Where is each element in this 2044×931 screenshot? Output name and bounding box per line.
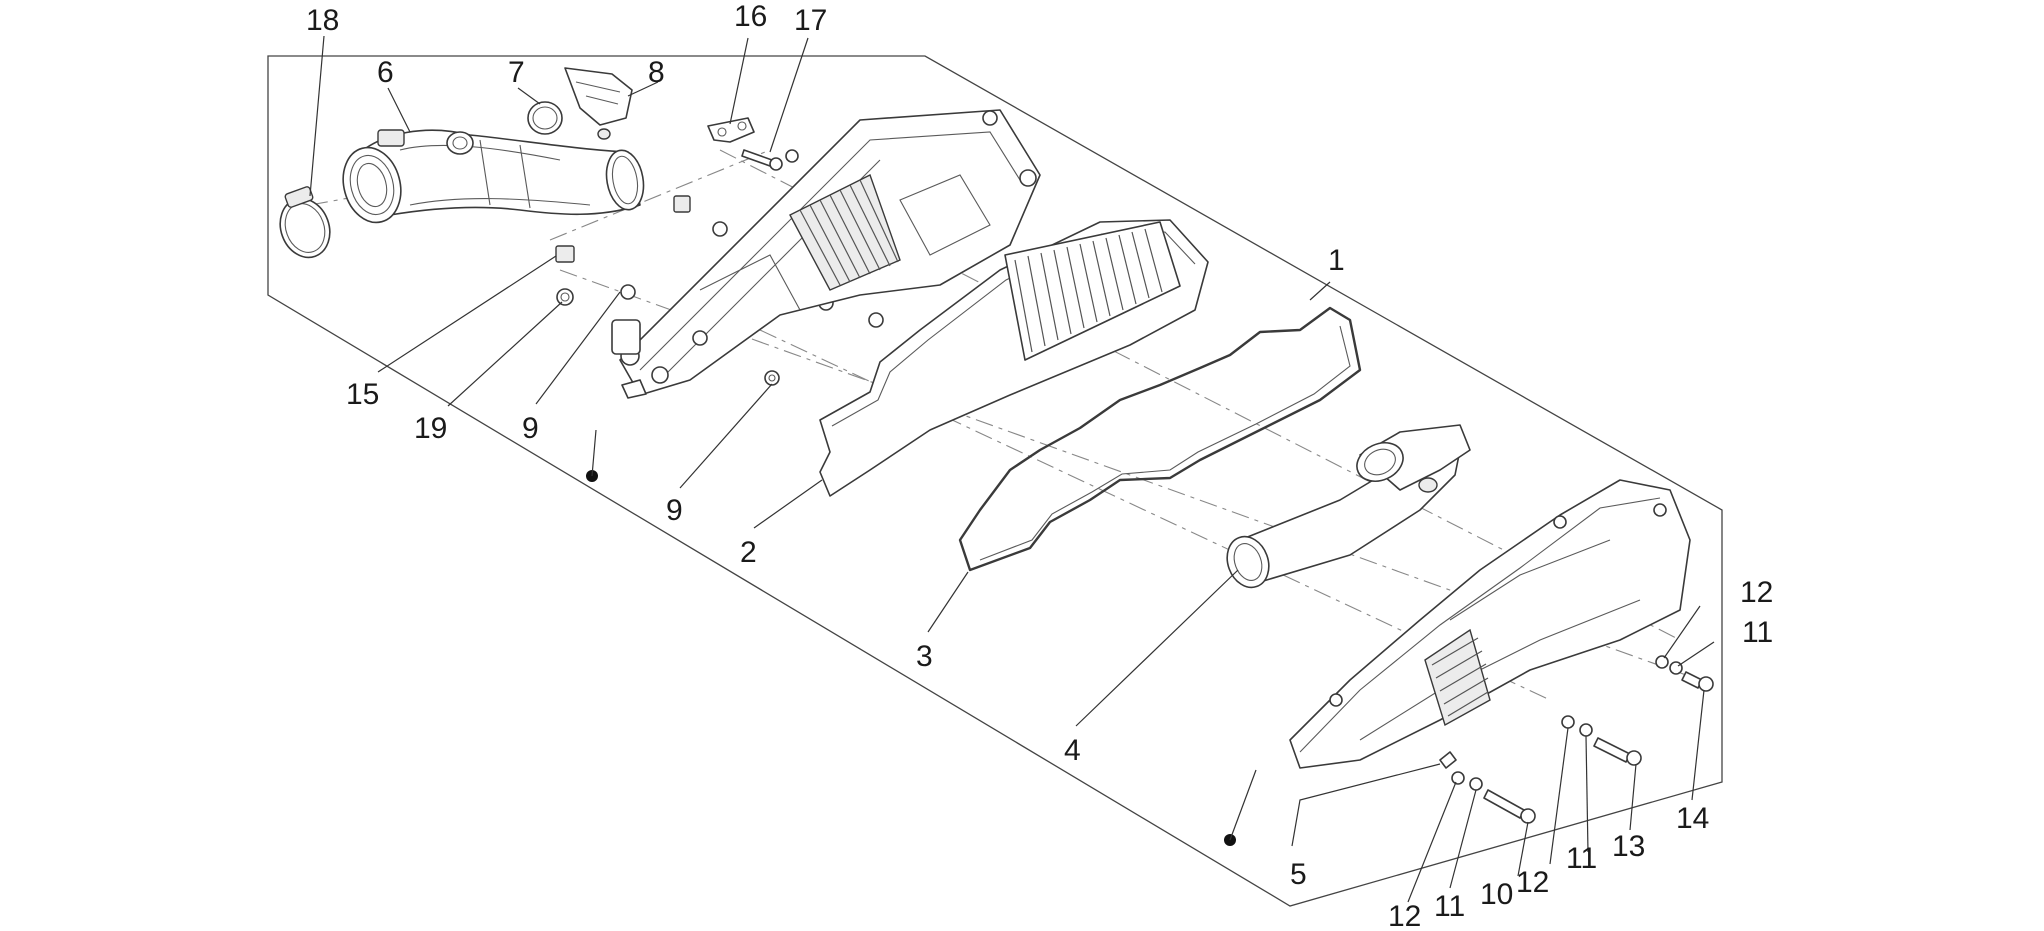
callout-2: 2 <box>740 536 757 569</box>
callout-12-right: 12 <box>1740 576 1773 609</box>
assembly-frame <box>267 55 1723 907</box>
callout-4: 4 <box>1064 734 1081 767</box>
callout-1: 1 <box>1328 244 1345 277</box>
callout-9-upper: 9 <box>522 412 539 445</box>
callout-11-lower: 11 <box>1434 890 1465 923</box>
callout-13: 13 <box>1612 830 1645 863</box>
air-box-housing <box>611 109 1041 399</box>
callout-19: 19 <box>414 412 447 445</box>
part-7-ring <box>527 101 563 135</box>
callout-11-right: 11 <box>1742 616 1773 649</box>
callout-16: 16 <box>734 0 767 33</box>
callout-12-middle: 12 <box>1516 866 1549 899</box>
callout-17: 17 <box>794 4 827 37</box>
part-5-airbox-cover <box>1289 479 1691 769</box>
callout-6: 6 <box>377 56 394 89</box>
leader-lines <box>309 35 1715 903</box>
callout-9-lower: 9 <box>666 494 683 527</box>
part-17-screw <box>741 149 799 171</box>
callout-10: 10 <box>1480 878 1513 911</box>
callout-15: 15 <box>346 378 379 411</box>
part-16-bracket <box>707 117 755 143</box>
callout-12-lower: 12 <box>1388 900 1421 931</box>
part-6-intake-duct <box>342 129 645 224</box>
callout-5: 5 <box>1290 858 1307 891</box>
part-4-outlet-pipe <box>1226 424 1471 589</box>
part-18-hose-clamp <box>279 186 331 259</box>
small-fasteners <box>555 195 1018 386</box>
callout-14: 14 <box>1676 802 1709 835</box>
callout-8: 8 <box>648 56 665 89</box>
part-2-filter-element <box>819 219 1209 497</box>
callout-labels: 18 6 7 8 16 17 1 15 19 9 9 2 3 4 5 12 11… <box>306 0 1773 931</box>
callout-3: 3 <box>916 640 933 673</box>
callout-7: 7 <box>508 56 525 89</box>
cover-fasteners <box>1439 655 1714 824</box>
callout-11-middle: 11 <box>1566 842 1597 875</box>
callout-18: 18 <box>306 4 339 37</box>
part-3-seal-gasket <box>958 306 1362 572</box>
part-8-cap <box>564 67 633 140</box>
